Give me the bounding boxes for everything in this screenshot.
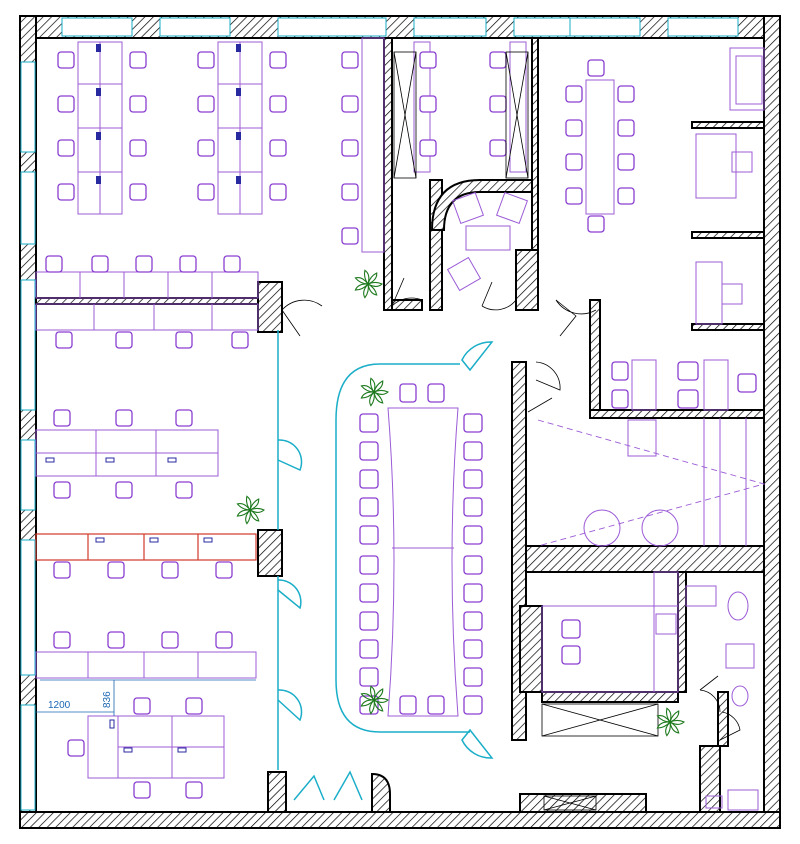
monitors (96, 44, 241, 184)
plants (236, 269, 685, 737)
chairs-top (45, 51, 507, 349)
conference-chair (399, 383, 417, 403)
conference-chair (463, 525, 483, 545)
plant-icon (360, 685, 389, 715)
dimension-width-label: 1200 (48, 700, 71, 711)
meeting-room-furniture (565, 47, 765, 325)
conference-chair (463, 469, 483, 489)
conference-chair (359, 555, 379, 575)
conference-chair (463, 497, 483, 517)
conference-chair (463, 441, 483, 461)
workstations-top (35, 37, 527, 331)
conference-chair (359, 639, 379, 659)
conference-chairs (359, 383, 483, 715)
chairs-middle (53, 409, 233, 799)
conference-chair (359, 583, 379, 603)
conference-chair (463, 583, 483, 603)
reception-area (537, 359, 766, 547)
monitors-middle (45, 457, 213, 753)
conference-chair (359, 497, 379, 517)
kitchen-wc (541, 571, 759, 811)
dimension-lines (36, 679, 256, 716)
plant-icon (360, 377, 389, 407)
plant-icon (354, 269, 383, 299)
conference-chair (463, 667, 483, 687)
interior-walls (35, 37, 765, 813)
plant-icon (656, 707, 685, 737)
conference-chair (359, 413, 379, 433)
conference-chair (359, 611, 379, 631)
glass-partitions (277, 330, 494, 801)
plant-icon (236, 495, 265, 525)
dimension-height-label: 836 (102, 691, 113, 708)
conference-chair (463, 555, 483, 575)
conference-chair (463, 413, 483, 433)
conference-table (387, 407, 459, 717)
conference-chair (427, 383, 445, 403)
workstations-middle (35, 429, 257, 779)
doors (281, 277, 741, 741)
conference-chair (359, 525, 379, 545)
conference-chair (359, 441, 379, 461)
conference-chair (399, 695, 417, 715)
conference-chair (463, 639, 483, 659)
conference-chair (427, 695, 445, 715)
conference-chair (463, 695, 483, 715)
conference-chair (463, 611, 483, 631)
exterior-windows (20, 17, 739, 811)
conference-chair (359, 469, 379, 489)
lounge-furniture (393, 51, 529, 292)
conference-chair (359, 667, 379, 687)
